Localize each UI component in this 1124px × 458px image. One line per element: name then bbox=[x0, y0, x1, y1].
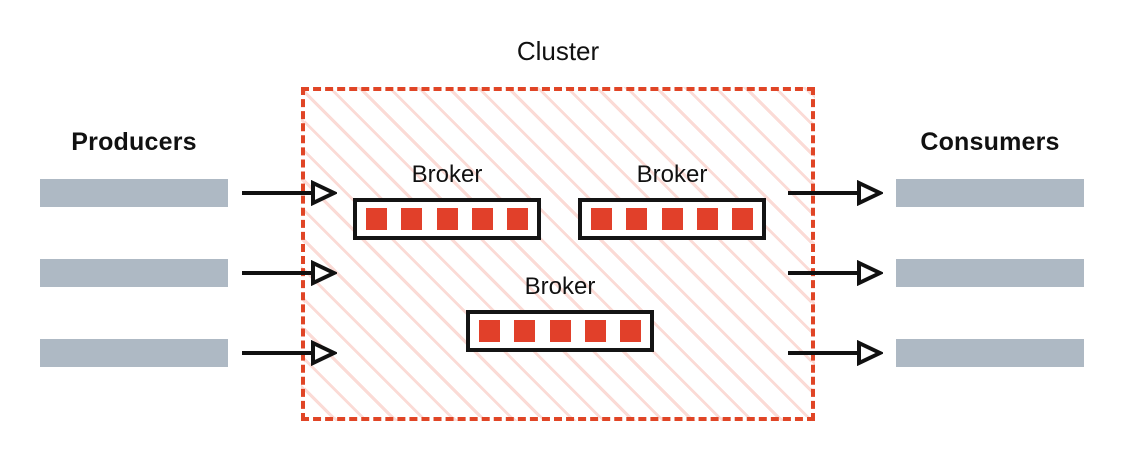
arrow-producer-1-icon bbox=[242, 180, 337, 206]
cluster-boundary bbox=[301, 87, 815, 421]
broker-2-label: Broker bbox=[636, 161, 708, 188]
producers-title: Producers bbox=[71, 128, 197, 156]
broker-1-partition-1 bbox=[366, 208, 387, 230]
broker-1-partition-2 bbox=[401, 208, 423, 230]
broker-3-partitions bbox=[466, 310, 654, 352]
broker-2-partition-1 bbox=[591, 208, 612, 230]
broker-2-partition-5 bbox=[732, 208, 753, 230]
consumer-bar-3[interactable] bbox=[896, 339, 1084, 367]
consumer-bar-2[interactable] bbox=[896, 259, 1084, 287]
broker-3-partition-2 bbox=[514, 320, 536, 342]
broker-3-partition-3 bbox=[549, 320, 571, 342]
broker-2-partition-3 bbox=[661, 208, 683, 230]
broker-1-partition-3 bbox=[436, 208, 458, 230]
arrow-producer-2-icon bbox=[242, 260, 337, 286]
broker-1[interactable]: Broker bbox=[353, 161, 541, 240]
consumers-title: Consumers bbox=[920, 128, 1060, 156]
broker-1-partition-5 bbox=[507, 208, 528, 230]
producer-bar-3[interactable] bbox=[40, 339, 228, 367]
arrow-consumer-3-icon bbox=[788, 340, 883, 366]
producer-bar-1[interactable] bbox=[40, 179, 228, 207]
broker-2-partition-2 bbox=[626, 208, 648, 230]
broker-2[interactable]: Broker bbox=[578, 161, 766, 240]
arrow-producer-3-icon bbox=[242, 340, 337, 366]
broker-2-partition-4 bbox=[696, 208, 718, 230]
arrow-consumer-2-icon bbox=[788, 260, 883, 286]
cluster-title: Cluster bbox=[516, 36, 600, 66]
broker-3-partition-1 bbox=[479, 320, 500, 342]
broker-2-partitions bbox=[578, 198, 766, 240]
producer-bar-2[interactable] bbox=[40, 259, 228, 287]
broker-3-label: Broker bbox=[524, 273, 596, 300]
broker-3[interactable]: Broker bbox=[466, 273, 654, 352]
broker-3-partition-4 bbox=[584, 320, 606, 342]
consumer-bar-1[interactable] bbox=[896, 179, 1084, 207]
broker-1-label: Broker bbox=[411, 161, 483, 188]
broker-3-partition-5 bbox=[620, 320, 641, 342]
broker-1-partitions bbox=[353, 198, 541, 240]
broker-1-partition-4 bbox=[471, 208, 493, 230]
arrow-consumer-1-icon bbox=[788, 180, 883, 206]
